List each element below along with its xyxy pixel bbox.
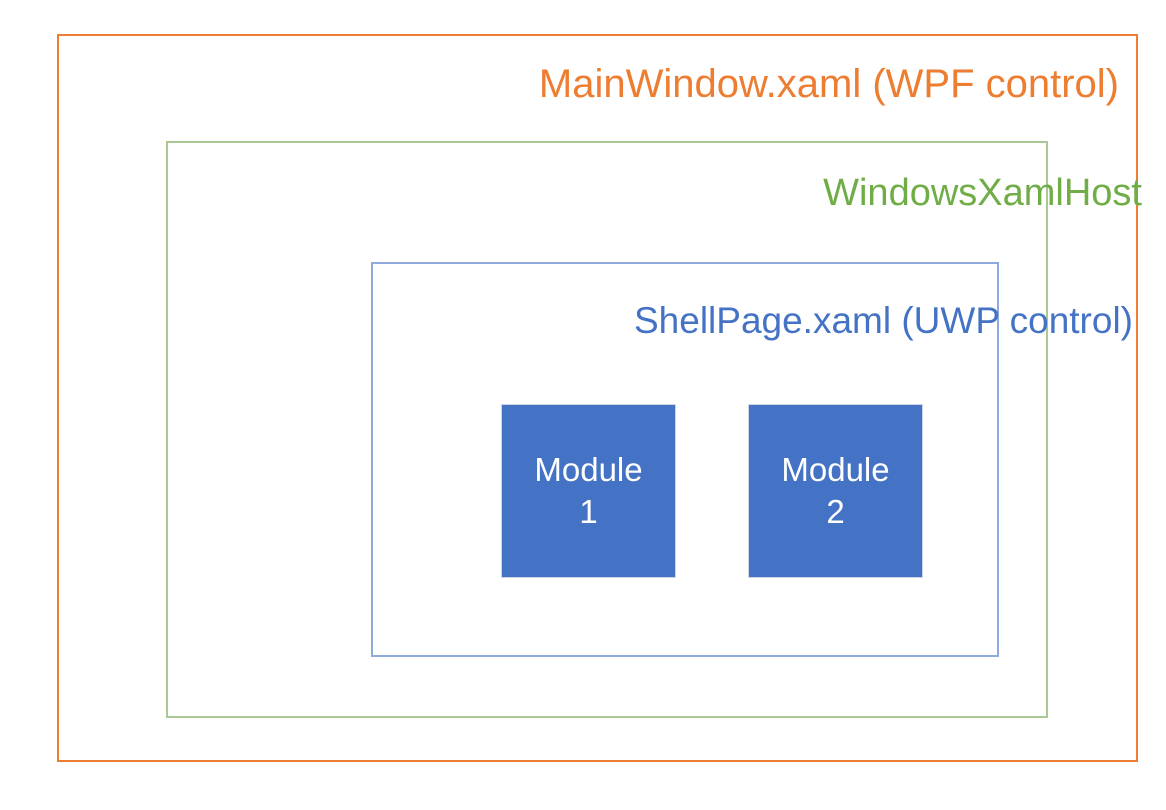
layer-label-shellpage: ShellPage.xaml (UWP control)	[634, 300, 1133, 341]
module-block-1-number: 1	[579, 493, 598, 530]
layer-label-windowsxamlhost: WindowsXamlHost	[823, 172, 1142, 214]
module-block-2-name: Module	[781, 450, 890, 488]
module-block-2: Module 2	[748, 404, 923, 578]
layer-box-mainwindow	[57, 34, 1138, 762]
layer-box-shellpage	[371, 262, 999, 657]
module-block-1-name: Module	[534, 450, 643, 488]
module-block-2-number: 2	[826, 493, 845, 530]
layer-box-windowsxamlhost	[166, 141, 1048, 718]
module-block-1: Module 1	[501, 404, 676, 578]
layer-label-mainwindow: MainWindow.xaml (WPF control)	[538, 62, 1119, 106]
